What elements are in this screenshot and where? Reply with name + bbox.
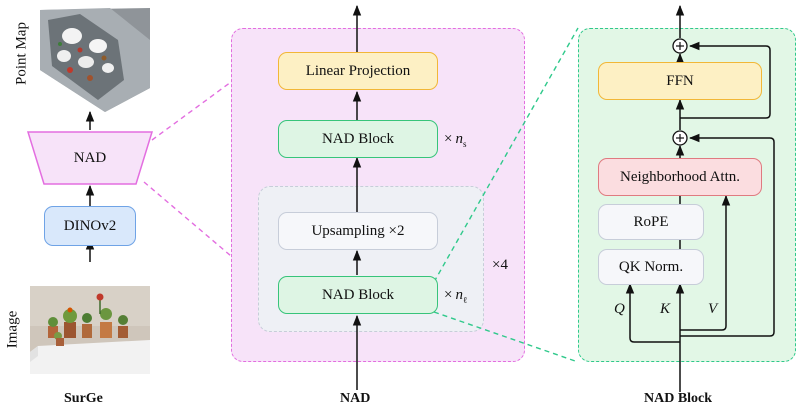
linear-projection-box: Linear Projection: [278, 52, 438, 90]
nad-block-top-box: NAD Block: [278, 120, 438, 158]
nad-block-caption: NAD Block: [644, 391, 713, 406]
ffn-label: FFN: [666, 72, 694, 89]
rope-label: RoPE: [633, 213, 669, 230]
point-map-image: [40, 8, 150, 112]
neighborhood-attn-box: Neighborhood Attn.: [598, 158, 762, 196]
nad-block-bottom-label: NAD Block: [321, 286, 395, 303]
nad-block-top-label: NAD Block: [321, 130, 395, 147]
rope-box: RoPE: [598, 204, 704, 240]
nad-trapezoid-shape: [26, 131, 154, 185]
surge-nad-box: NAD: [44, 132, 136, 184]
qk-norm-box: QK Norm.: [598, 249, 704, 285]
ffn-box: FFN: [598, 62, 762, 100]
nad-block-bottom-box: NAD Block: [278, 276, 438, 314]
linear-projection-label: Linear Projection: [305, 62, 411, 79]
nad-caption: NAD: [340, 391, 371, 406]
dinov2-label: DINOv2: [63, 217, 117, 234]
image-label: Image: [4, 310, 21, 349]
qk-norm-label: QK Norm.: [618, 258, 684, 275]
add-node-bottom: [672, 130, 688, 146]
k-label: K: [660, 301, 671, 317]
multiplier-ns: ×ns: [444, 131, 467, 149]
upsampling-box: Upsampling ×2: [278, 212, 438, 250]
add-node-top: [672, 38, 688, 54]
q-label: Q: [614, 301, 625, 317]
upsampling-label: Upsampling ×2: [311, 222, 405, 239]
v-label: V: [708, 301, 718, 317]
input-image: [30, 286, 150, 374]
surge-caption: SurGe: [64, 391, 103, 406]
dinov2-box: DINOv2: [44, 206, 136, 246]
neighborhood-attn-label: Neighborhood Attn.: [620, 168, 740, 185]
point-map-label: Point Map: [13, 22, 30, 85]
multiplier-nl: ×nℓ: [444, 287, 468, 305]
surge-nad-label: NAD: [73, 149, 107, 166]
repeat-x4-label: ×4: [492, 257, 508, 273]
